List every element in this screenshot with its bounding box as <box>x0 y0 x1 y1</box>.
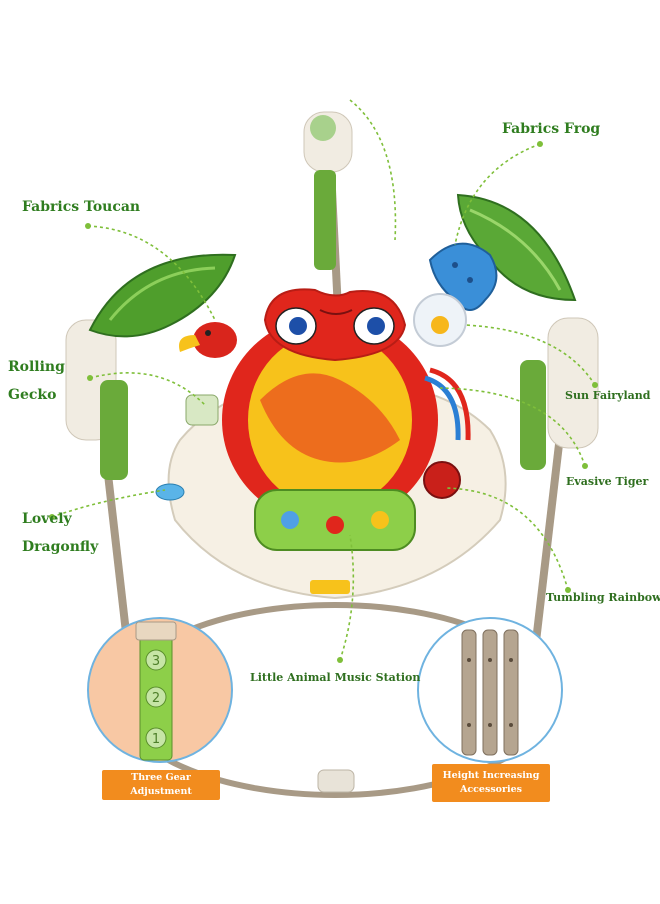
music-button-3 <box>371 511 389 529</box>
leaf-left <box>88 253 237 338</box>
cap-center-dot <box>310 115 336 141</box>
gear-number-1: 1 <box>152 732 160 747</box>
dragonfly-toy <box>155 483 185 501</box>
seat-pattern <box>260 373 400 463</box>
tiger-wheel <box>423 461 461 499</box>
rainbow-toy <box>429 367 471 441</box>
label-fabrics-toucan: Fabrics Toucan <box>22 199 141 215</box>
leader-sun <box>464 324 596 386</box>
label-rolling: Rolling <box>8 359 65 375</box>
gear-number-3: 3 <box>152 654 160 669</box>
leader-dots <box>49 141 598 663</box>
leader-gecko <box>89 372 206 406</box>
cap-right <box>547 317 599 449</box>
leader-pole <box>349 99 397 241</box>
height-inset <box>417 617 563 763</box>
hanging-frog-toy <box>428 242 498 311</box>
gear-number-2: 2 <box>152 691 160 706</box>
frog-pupil-left <box>289 317 307 335</box>
vine-center <box>314 170 336 270</box>
frog-pupil-right <box>367 317 385 335</box>
label-music-station: Little Animal Music Station <box>250 671 421 684</box>
label-fabrics-frog: Fabrics Frog <box>502 121 601 137</box>
leader-toucan <box>87 225 216 321</box>
sun-toy-center <box>431 316 449 334</box>
leader-lines <box>51 99 596 661</box>
hanging-frog-dot1 <box>452 262 458 268</box>
leaf-right <box>456 193 577 302</box>
gecko-roller <box>185 394 219 426</box>
leader-tiger <box>439 387 586 467</box>
label-sun-fairyland: Sun Fairyland <box>565 389 651 402</box>
tag-gear-adjustment: Three Gear Adjustment <box>102 770 220 800</box>
toucan-beak <box>179 335 200 352</box>
frog-mouth <box>319 309 353 315</box>
label-dragonfly: Dragonfly <box>22 539 99 555</box>
leaf-left-inner <box>108 266 216 321</box>
brand-plate <box>310 580 350 594</box>
gear-inset <box>87 617 233 763</box>
hanging-frog-dot2 <box>467 277 473 283</box>
base-foot <box>317 769 355 793</box>
music-button-2 <box>326 516 344 534</box>
rainbow-toy-2 <box>424 375 461 441</box>
label-lovely: Lovely <box>22 511 72 527</box>
tag-height-line2: Accessories <box>459 784 523 795</box>
label-gecko: Gecko <box>8 387 57 403</box>
leaf-right-inner <box>469 208 562 291</box>
leader-rainbow <box>444 487 569 591</box>
music-button-1 <box>281 511 299 529</box>
vine-right <box>520 360 546 470</box>
leader-dragonfly <box>51 489 166 518</box>
leader-frog <box>454 143 541 246</box>
tag-height-line1: Height Increasing <box>442 770 540 782</box>
toucan-eye <box>205 330 211 336</box>
tag-height-accessories: Height Increasing Accessories <box>432 764 550 802</box>
toucan-body <box>193 322 237 358</box>
label-evasive-tiger: Evasive Tiger <box>566 475 649 488</box>
leader-music <box>339 534 355 661</box>
vine-left <box>100 380 128 480</box>
label-tumbling-rainbow: Tumbling Rainbow <box>546 591 660 604</box>
